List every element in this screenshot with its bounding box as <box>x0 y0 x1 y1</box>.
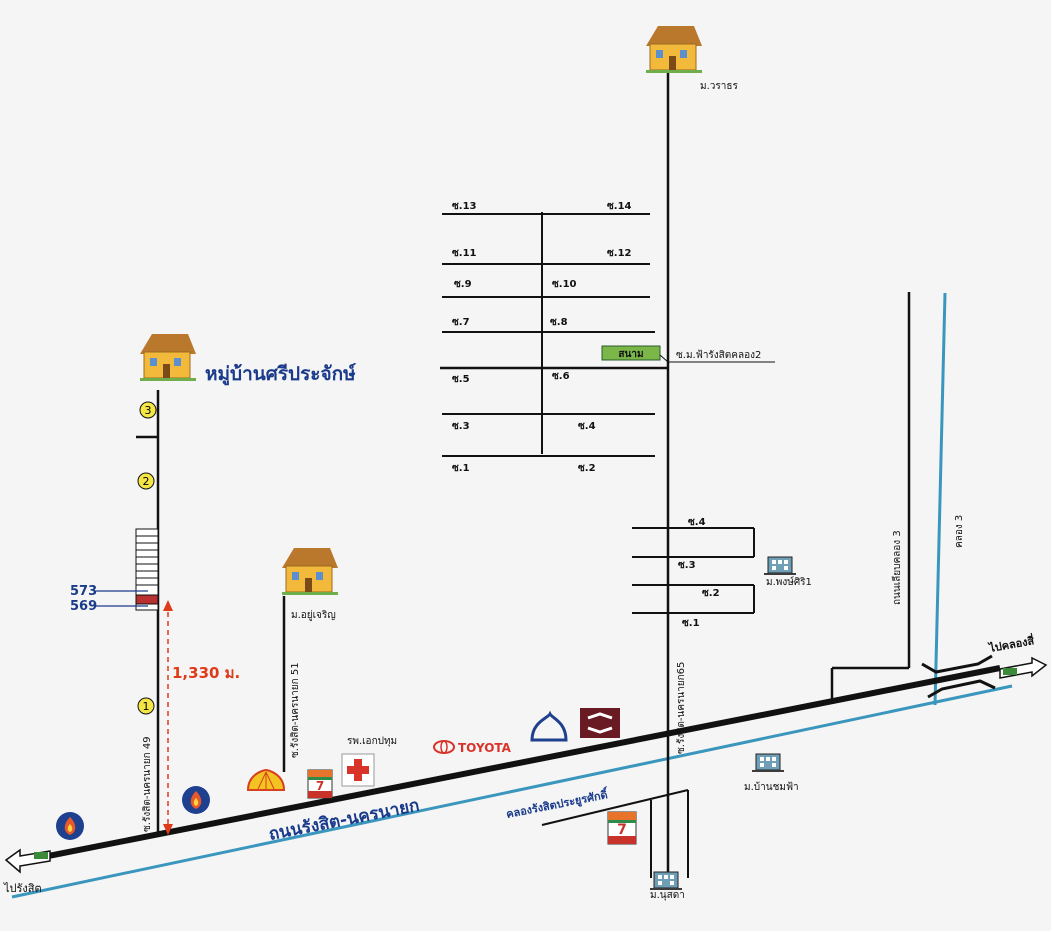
svg-text:7: 7 <box>316 779 324 793</box>
soi-51-label: ซ.รังสิต-นครนายก 51 <box>290 662 301 758</box>
seven-eleven-icon-1: 7 <box>307 769 333 799</box>
house-number-569: 569 <box>70 599 97 614</box>
village-yucharoen-label: ม.อยู่เจริญ <box>291 610 336 621</box>
grid-soi-2: ซ.2 <box>578 463 596 474</box>
main-road-label: ถนนรังสิต-นครนายก <box>267 796 421 845</box>
house-icon-warathon <box>645 25 703 74</box>
grid-soi-3: ซ.3 <box>452 421 470 432</box>
village-title: หมู่บ้านศรีประจักษ์ <box>205 363 356 386</box>
marker-2: 2 <box>137 472 155 490</box>
building-icon-phongsiri <box>763 556 797 576</box>
building-icon-banchomfa <box>751 753 785 773</box>
shell-gas-station-icon <box>246 768 286 791</box>
hospital-label: รพ.เอกปทุม <box>347 736 397 747</box>
house-icon-sriprajak <box>139 333 197 382</box>
building-icon-nusada <box>649 871 683 891</box>
road-klong3-label: ถนนเลียบคลอง 3 <box>891 530 903 605</box>
grid-soi-1: ซ.1 <box>452 463 470 474</box>
marker-1-label: 1 <box>143 700 150 713</box>
canal-main <box>11 684 1013 899</box>
seven-eleven-icon-2: 7 <box>607 811 637 845</box>
grid-soi-7: ซ.7 <box>452 317 470 328</box>
grid-soi-4: ซ.4 <box>578 421 596 432</box>
village-warathon-label: ม.วราธร <box>700 81 738 92</box>
soi-49-label: ซ.รังสิต-นครนายก 49 <box>142 736 153 832</box>
distance-indicator <box>163 600 173 835</box>
canal-main-label: คลองรังสิตประยูรศักดิ์ <box>505 786 611 822</box>
house-icon-yucharoen <box>281 547 339 596</box>
hospital-icon <box>341 753 375 787</box>
to-klong4-label: ไปคลองสี่ <box>986 632 1035 655</box>
bridge <box>921 654 996 699</box>
park-label: สนาม <box>618 349 643 360</box>
grid-soi-5: ซ.5 <box>452 374 470 385</box>
house-number-pointers <box>96 590 148 607</box>
to-rangsit-label: ไปรังสิต <box>3 882 42 895</box>
soi-65-label: ซ.รังสิต-นครนายก65 <box>676 662 687 754</box>
phongsiri-soi-4: ซ.4 <box>688 517 706 528</box>
grid-soi-14: ซ.14 <box>607 201 632 212</box>
marker-3-label: 3 <box>145 404 152 417</box>
marker-3: 3 <box>139 401 157 419</box>
house-number-573: 573 <box>70 584 97 599</box>
side-roads <box>136 70 911 880</box>
grid-soi-6: ซ.6 <box>552 371 570 382</box>
phongsiri-soi-2: ซ.2 <box>702 588 720 599</box>
village-phongsiri-label: ม.พงษ์ศิริ1 <box>766 576 812 588</box>
arrow-to-klong4-icon <box>999 656 1048 679</box>
village-nusada-label: ม.นุสดา <box>650 890 685 901</box>
svg-text:7: 7 <box>617 822 627 838</box>
main-road <box>27 665 1001 863</box>
park: สนาม <box>601 345 661 361</box>
grid-soi-10: ซ.10 <box>552 279 577 290</box>
house-row <box>135 528 159 611</box>
toyota-logo-icon: TOYOTA <box>433 740 512 755</box>
ptt-gas-station-icon-1 <box>56 812 84 840</box>
canal-3 <box>933 292 947 706</box>
arrow-to-rangsit-icon <box>4 848 51 874</box>
grid-soi-12: ซ.12 <box>607 248 632 259</box>
marker-1: 1 <box>137 697 155 715</box>
ptt-gas-station-icon-2 <box>182 786 210 814</box>
bank-logo-icon-2 <box>580 708 620 738</box>
fa-rangsit-label: ซ.ม.ฟ้ารังสิตคลอง2 <box>676 349 761 361</box>
canal-3-label: คลอง 3 <box>954 515 965 548</box>
grid-soi-9: ซ.9 <box>454 279 472 290</box>
grid-soi-8: ซ.8 <box>550 317 568 328</box>
bank-logo-icon-1 <box>530 710 568 742</box>
phongsiri-soi-3: ซ.3 <box>678 560 696 571</box>
grid-soi-13: ซ.13 <box>452 201 477 212</box>
distance-label: 1,330 ม. <box>172 664 240 682</box>
toyota-label: TOYOTA <box>458 741 512 755</box>
phongsiri-soi-1: ซ.1 <box>682 618 700 629</box>
marker-2-label: 2 <box>143 475 150 488</box>
grid-soi-11: ซ.11 <box>452 248 477 259</box>
village-banchomfa-label: ม.บ้านชมฟ้า <box>744 781 799 793</box>
